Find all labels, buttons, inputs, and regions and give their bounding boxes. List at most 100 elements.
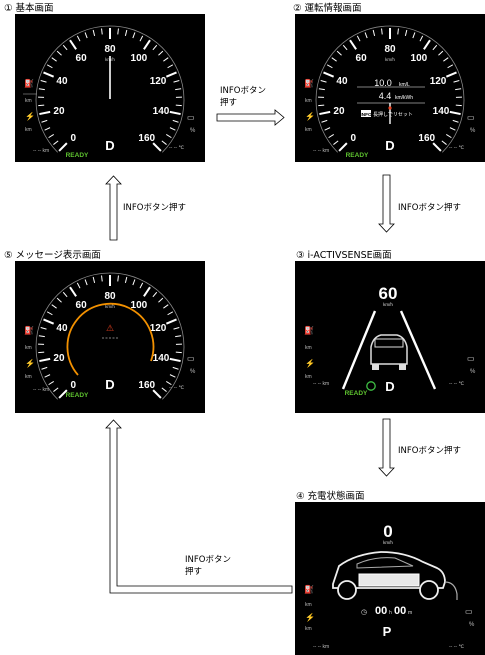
- range-km-label: km: [305, 345, 312, 351]
- ready-indicator: READY: [66, 392, 89, 399]
- dial-minor-tick: [175, 88, 182, 91]
- arrow-5-to-1: [105, 175, 122, 241]
- dial-unit-label: km/h: [385, 57, 395, 62]
- dial-minor-tick: [56, 297, 62, 303]
- dial-minor-tick: [381, 28, 383, 35]
- speed-unit: km/h: [383, 302, 393, 307]
- dial-minor-tick: [51, 57, 57, 62]
- arrow-3-to-4-label: INFOボタン押す: [398, 446, 461, 456]
- dial-major-tick: [432, 142, 442, 152]
- dial-minor-tick: [318, 88, 325, 91]
- dial-tick-label: 80: [104, 291, 116, 302]
- arrow-1-to-2: [216, 109, 285, 126]
- fuel-icon: ⛽: [304, 325, 314, 335]
- dial-major-tick: [323, 71, 335, 78]
- dial-tick-label: 0: [70, 133, 76, 144]
- dial-minor-tick: [62, 291, 68, 298]
- dial-major-tick: [165, 318, 177, 325]
- dial-minor-tick: [173, 79, 180, 83]
- dial-minor-tick: [53, 387, 59, 392]
- dial-minor-tick: [56, 50, 62, 56]
- outside-temp-readout: -- -- ℃: [449, 381, 464, 387]
- dial-minor-tick: [40, 326, 47, 330]
- dial-minor-tick: [321, 119, 328, 123]
- dial-minor-tick: [397, 28, 399, 35]
- dial-tick-label: 60: [76, 53, 88, 64]
- dial-tick-label: 160: [138, 133, 155, 144]
- dial-minor-tick: [76, 282, 81, 289]
- dial-minor-tick: [446, 134, 452, 139]
- dial-minor-tick: [326, 64, 333, 69]
- dial-minor-tick: [158, 50, 164, 56]
- timer-icon: ◷: [361, 609, 367, 616]
- dial-minor-tick: [342, 44, 348, 51]
- arrow-4-to-5-label-line2: 押す: [185, 567, 203, 577]
- dial-tick-label: 160: [138, 380, 155, 391]
- arrow-2-to-3: [378, 174, 395, 233]
- dial-minor-tick: [46, 311, 53, 316]
- dial-major-tick: [43, 318, 55, 325]
- dial-major-tick: [445, 71, 457, 78]
- dial-minor-tick: [336, 50, 342, 56]
- dial-minor-tick: [41, 366, 48, 370]
- dial-tick-label: 100: [131, 300, 148, 311]
- odometer-readout: -- -- km: [33, 387, 49, 393]
- dial-major-tick: [152, 389, 162, 399]
- dial-minor-tick: [419, 35, 424, 42]
- speed-unit: km/h: [383, 540, 393, 545]
- dial-major-tick: [152, 142, 162, 152]
- arrow-2-to-3-label: INFOボタン押す: [398, 203, 461, 213]
- dial-minor-tick: [139, 35, 144, 42]
- dial-minor-tick: [432, 44, 438, 51]
- dial-major-tick: [349, 39, 357, 50]
- range-km-label: km: [25, 345, 32, 351]
- fuel-economy-value: 10.0: [374, 78, 392, 88]
- battery-km-label: km: [305, 127, 312, 133]
- warning-icon: ⚠: [106, 323, 114, 333]
- dial-major-tick: [169, 110, 181, 116]
- charge-hours: 00: [375, 605, 387, 617]
- dial-minor-tick: [320, 79, 327, 83]
- gear-indicator: D: [385, 138, 394, 153]
- gear-indicator: D: [105, 138, 114, 153]
- dial-major-tick: [165, 71, 177, 78]
- dial-tick-label: 20: [333, 106, 345, 117]
- range-km-label: km: [305, 602, 312, 608]
- speed-readout: 60: [379, 284, 398, 303]
- dial-tick-label: 60: [76, 300, 88, 311]
- dial-minor-tick: [167, 64, 174, 69]
- dial-minor-tick: [117, 28, 119, 35]
- cruise-icon: [366, 381, 376, 391]
- battery-level-icon: ▭: [187, 113, 195, 122]
- percent-label: %: [470, 369, 476, 375]
- dial-minor-tick: [161, 140, 167, 145]
- dial-tick-label: 120: [430, 76, 447, 87]
- dial-minor-tick: [48, 381, 54, 386]
- dial-minor-tick: [124, 29, 128, 36]
- dial-minor-tick: [166, 134, 172, 139]
- dial-minor-tick: [38, 88, 45, 91]
- dial-minor-tick: [101, 275, 103, 282]
- warning-dot: [388, 106, 392, 110]
- dial-minor-tick: [38, 335, 45, 338]
- fuel-icon: ⛽: [304, 584, 314, 594]
- dial-major-tick: [58, 142, 68, 152]
- dial-tick-label: 160: [418, 133, 435, 144]
- dial-major-tick: [143, 286, 151, 297]
- gear-indicator: P: [383, 624, 392, 639]
- ready-indicator: READY: [66, 152, 89, 159]
- dial-minor-tick: [173, 326, 180, 330]
- dial-minor-tick: [443, 57, 449, 62]
- outside-temp-readout: -- -- ℃: [449, 145, 464, 151]
- dial-minor-tick: [333, 140, 339, 145]
- dial-minor-tick: [172, 366, 179, 370]
- message-ring: [66, 302, 155, 376]
- panel-5-title: ⑤ メッセージ表示画面: [4, 250, 101, 261]
- dial-minor-tick: [132, 279, 136, 286]
- dial-minor-tick: [76, 35, 81, 42]
